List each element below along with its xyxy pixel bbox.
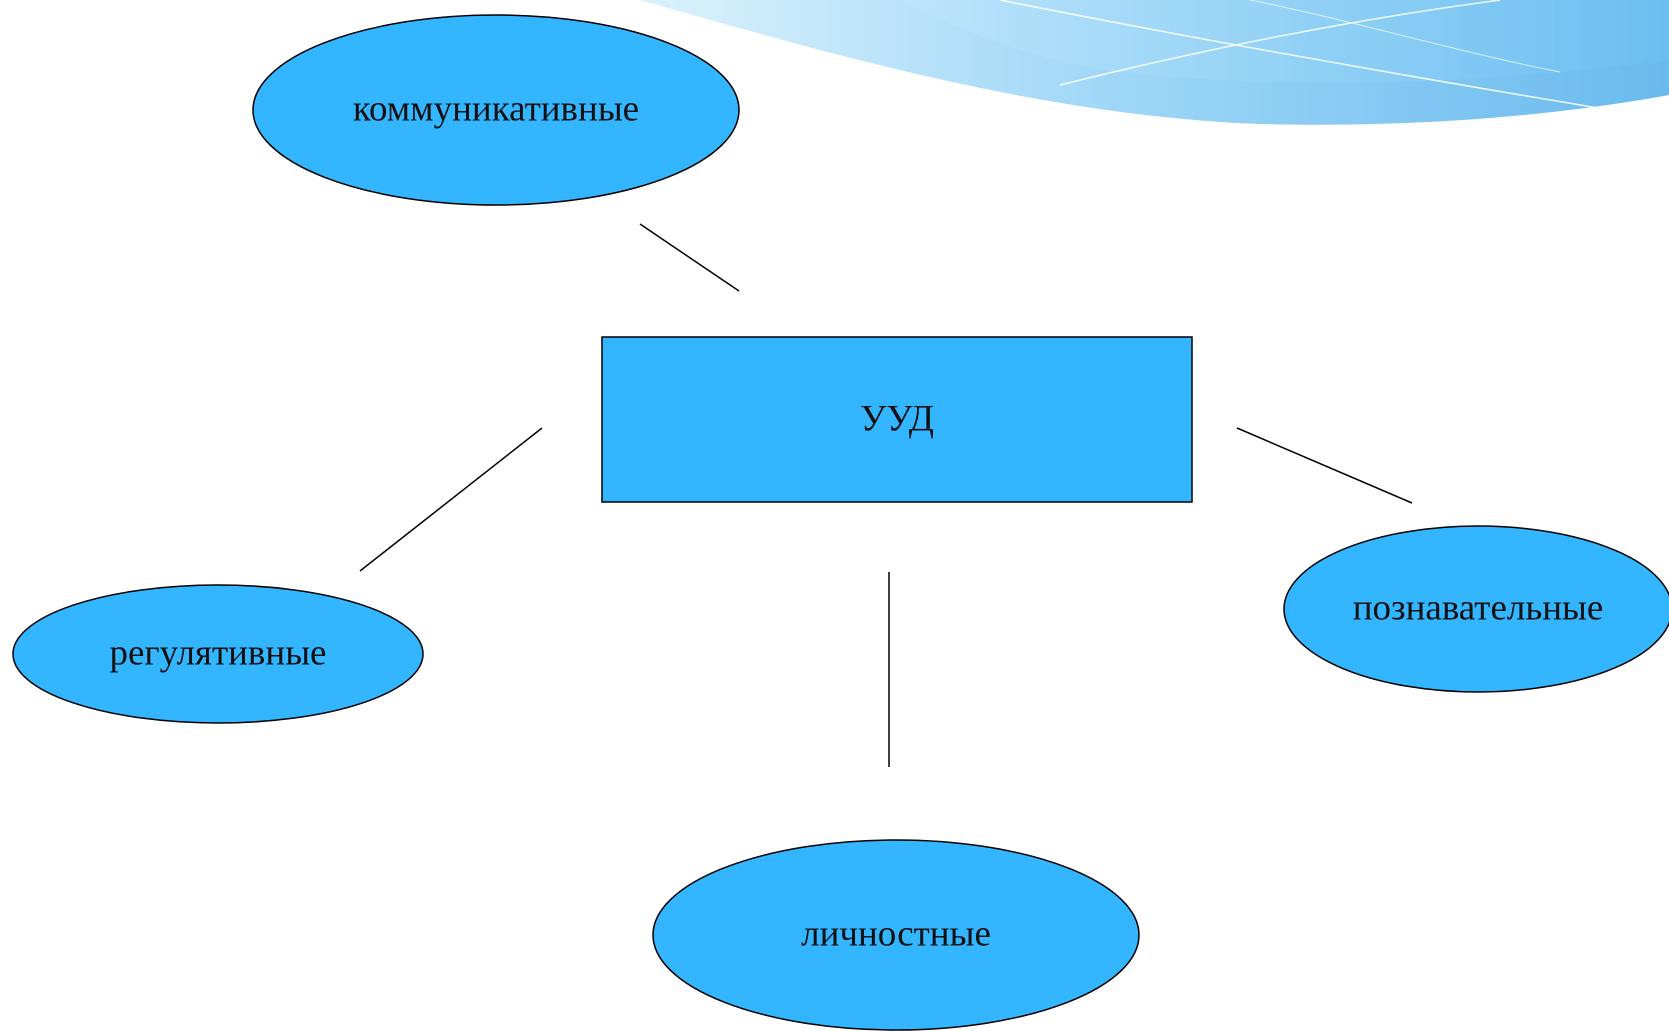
decorative-wave-banner xyxy=(640,0,1669,125)
node-cognitive-label: познавательные xyxy=(1353,587,1604,628)
connector-regulatory xyxy=(359,427,543,572)
connector-cognitive xyxy=(1236,427,1413,504)
node-regulatory-label: регулятивные xyxy=(110,632,327,673)
connector-communicative xyxy=(639,223,740,292)
node-communicative: коммуникативные xyxy=(252,14,740,206)
node-communicative-label: коммуникативные xyxy=(353,88,639,129)
node-regulatory: регулятивные xyxy=(12,584,424,724)
node-cognitive: познавательные xyxy=(1283,525,1669,693)
center-node-label: УУД xyxy=(860,398,934,439)
node-personal-label: личностные xyxy=(801,913,991,954)
node-personal: личностные xyxy=(652,839,1140,1031)
center-node-uud: УУД xyxy=(601,336,1193,503)
